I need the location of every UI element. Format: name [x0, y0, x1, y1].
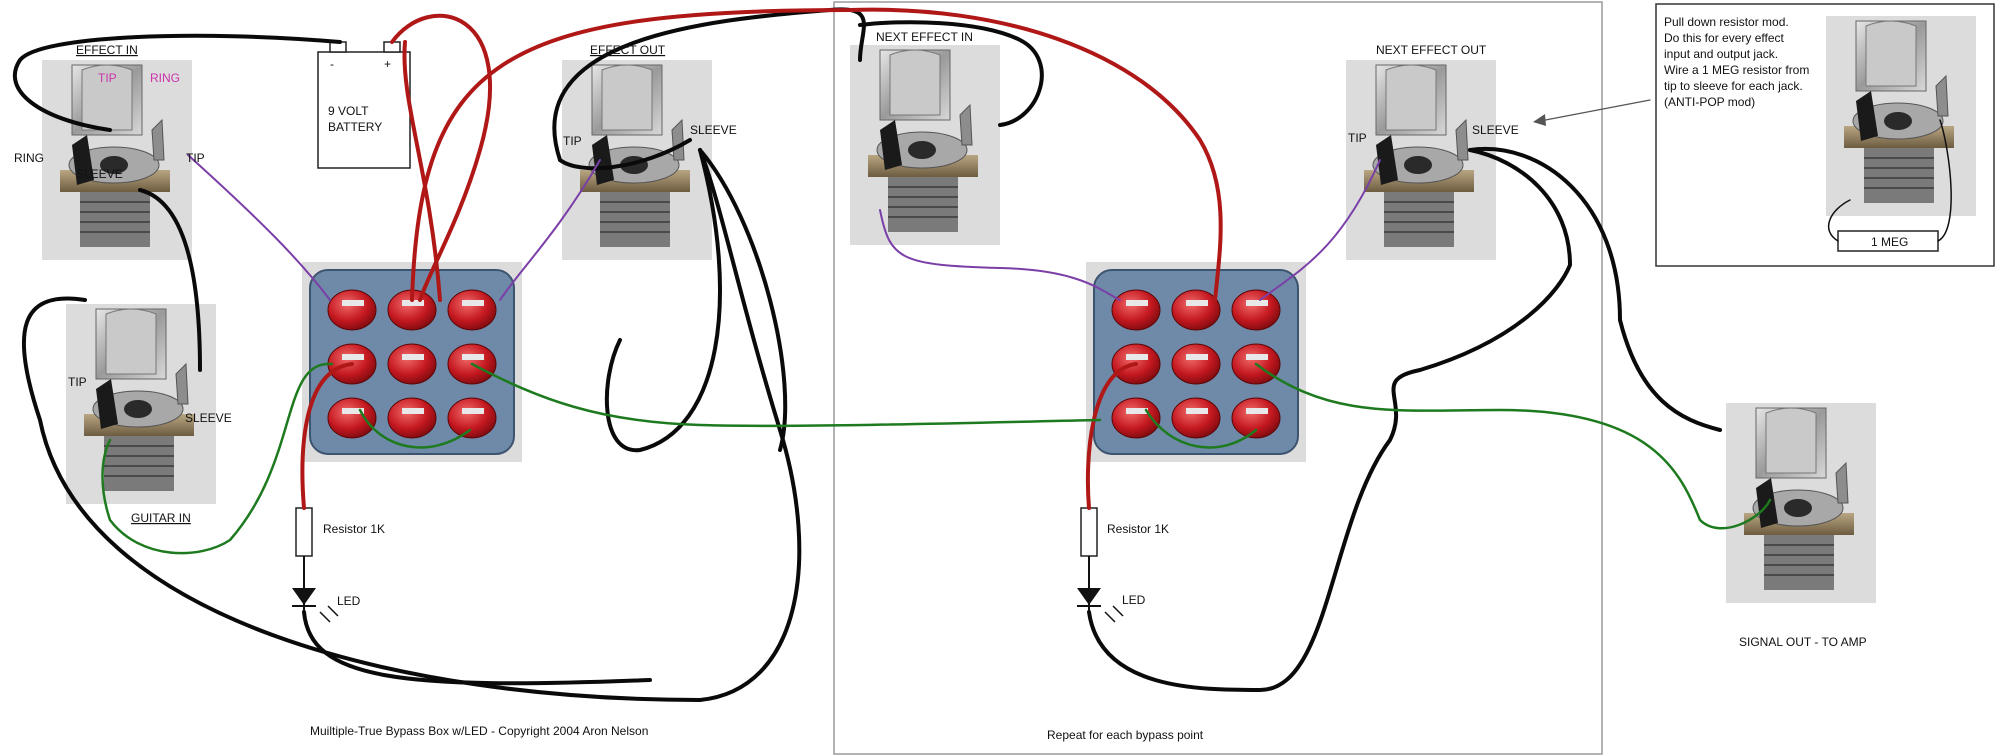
label-effect-in: EFFECT IN	[76, 43, 138, 57]
label-tip-pink: TIP	[98, 71, 117, 85]
signal-out-jack	[1725, 402, 1877, 604]
label-battery-line1: 9 VOLT	[328, 104, 369, 118]
next-effect-in-jack	[849, 44, 1001, 246]
label-guitar-in-tip: TIP	[68, 375, 87, 389]
led-2	[1077, 556, 1124, 623]
led-1	[292, 556, 339, 623]
resistor-1k-1	[295, 507, 313, 557]
note-line-1: Pull down resistor mod.	[1664, 15, 1789, 29]
label-led-2: LED	[1122, 593, 1146, 607]
label-resistor-1k-2: Resistor 1K	[1107, 522, 1169, 536]
label-battery-line2: BATTERY	[328, 120, 382, 134]
label-effect-out-sleeve: SLEEVE	[690, 123, 737, 137]
label-effect-out: EFFECT OUT	[590, 43, 666, 57]
label-next-effect-out: NEXT EFFECT OUT	[1376, 43, 1487, 57]
red-wires	[300, 7, 1223, 510]
green-wires	[101, 362, 1772, 555]
black-wires	[12, 7, 1722, 702]
label-led-1: LED	[337, 594, 361, 608]
note-line-6: (ANTI-POP mod)	[1664, 95, 1755, 109]
label-one-meg: 1 MEG	[1871, 235, 1908, 249]
label-next-effect-in: NEXT EFFECT IN	[876, 30, 973, 44]
purple-wires	[187, 154, 1381, 301]
note-line-4: Wire a 1 MEG resistor from	[1664, 63, 1809, 77]
note-line-3: input and output jack.	[1664, 47, 1778, 61]
label-effect-out-tip: TIP	[563, 134, 582, 148]
guitar-in-jack	[65, 303, 217, 505]
label-battery-minus: -	[330, 57, 334, 71]
note-arrow	[1534, 99, 1651, 123]
next-effect-out-jack	[1345, 59, 1497, 261]
label-ring: RING	[14, 151, 44, 165]
footer-left-caption: Muiltiple-True Bypass Box w/LED - Copyri…	[310, 724, 648, 738]
footswitch-2	[1085, 261, 1307, 463]
note-line-2: Do this for every effect	[1664, 31, 1784, 45]
resistor-1k-2	[1080, 507, 1098, 557]
label-resistor-1k-1: Resistor 1K	[323, 522, 385, 536]
text-labels: EFFECT IN TIP RING RING SLEEVE TIP - + 9…	[14, 15, 1908, 742]
label-guitar-in: GUITAR IN	[131, 511, 191, 525]
effect-out-jack	[561, 59, 713, 261]
effect-in-jack	[41, 59, 193, 261]
note-line-5: tip to sleeve for each jack.	[1664, 79, 1803, 93]
repeat-section-frame	[833, 1, 1603, 755]
label-effect-in-sleeve: SLEEVE	[76, 167, 123, 181]
label-ring-pink: RING	[150, 71, 180, 85]
label-guitar-in-sleeve: SLEEVE	[185, 411, 232, 425]
footer-right-caption: Repeat for each bypass point	[1047, 728, 1204, 742]
label-next-effect-out-tip: TIP	[1348, 131, 1367, 145]
label-battery-plus: +	[384, 57, 391, 71]
label-effect-in-tip: TIP	[186, 151, 205, 165]
label-next-effect-out-sleeve: SLEEVE	[1472, 123, 1519, 137]
note-jack	[1825, 15, 1977, 217]
label-signal-out: SIGNAL OUT - TO AMP	[1739, 635, 1867, 649]
